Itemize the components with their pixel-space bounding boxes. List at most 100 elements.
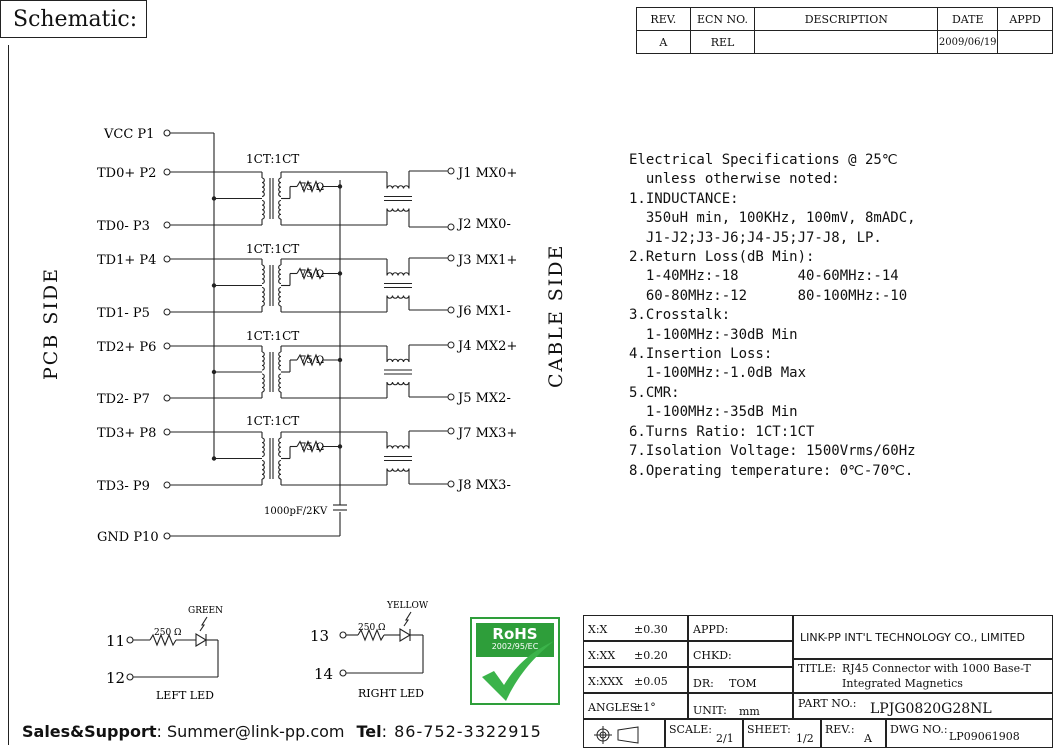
scale-value: 2/1 — [716, 732, 734, 745]
chkd-label: CHKD: — [693, 649, 732, 662]
dwg-cell: DWG NO.: LP09061908 — [886, 719, 1053, 748]
tol-xx-label: X:XX — [588, 649, 616, 662]
sales-email[interactable]: : Summer@link-pp.com — [156, 722, 345, 741]
tol-x-cell: X:X ±0.30 — [583, 615, 688, 641]
title-block: X:X ±0.30 X:XX ±0.20 X:XXX ±0.05 ANGLES … — [583, 615, 1053, 748]
pin-label-j6: J6 MX1- — [456, 304, 511, 319]
primary-coil-lower — [261, 199, 265, 220]
tol-x-value: ±0.30 — [634, 623, 668, 636]
pin-node — [163, 255, 171, 263]
pin-node — [163, 168, 171, 176]
resistor-label-ch2: 75 Ω — [300, 355, 324, 366]
title-line-1: RJ45 Connector with 1000 Base-T — [842, 662, 1031, 675]
footer-contact: Sales&Support: Summer@link-pp.com Tel: 86… — [22, 722, 542, 741]
spec-line: 7.Isolation Voltage: 1500Vrms/60Hz — [629, 443, 916, 460]
pin-label-j8: J8 MX3- — [456, 478, 511, 493]
choke-coil-top — [386, 272, 410, 276]
secondary-coil-upper — [278, 437, 282, 458]
junction-dot — [337, 444, 343, 449]
spec-line: 5.CMR: — [629, 384, 680, 401]
spec-line: unless otherwise noted: — [629, 171, 840, 188]
spec-line: 2.Return Loss(dB Min): — [629, 249, 815, 266]
resistor-label-ch0: 75 Ω — [300, 182, 324, 193]
pin-label-td1m: TD1- P5 — [97, 306, 150, 321]
secondary-coil-lower — [278, 199, 282, 220]
sheet-title: Schematic: — [0, 0, 147, 38]
checkmark-icon — [482, 641, 554, 701]
projection-cell — [583, 719, 665, 748]
sheet-label: SHEET: — [747, 723, 791, 736]
tol-xx-value: ±0.20 — [634, 649, 668, 662]
pin-label-td3p: TD3+ P8 — [97, 426, 156, 441]
choke-coil-top — [386, 445, 410, 449]
pin-label-j5: J5 MX2- — [456, 391, 511, 406]
rohs-logo: RoHS 2002/95/EC — [470, 617, 560, 705]
unit-label: UNIT: — [693, 704, 727, 717]
choke-coil-bottom — [386, 295, 410, 299]
turns-label-ch3: 1CT:1CT — [246, 414, 299, 428]
rev-cell-appd — [997, 30, 1053, 54]
spec-line: J1-J2;J3-J6;J4-J5;J7-J8, LP. — [629, 229, 882, 246]
pin-label-td0m: TD0- P3 — [97, 219, 150, 234]
tol-x-label: X:X — [588, 623, 608, 636]
led-circuits: 11 12 250 Ω GREEN LEFT LED 13 14 250 Ω Y… — [106, 601, 429, 702]
left-led-color: GREEN — [188, 606, 223, 616]
spec-line: 6.Turns Ratio: 1CT:1CT — [629, 423, 815, 440]
spec-line: 1-100MHz:-30dB Min — [629, 326, 798, 343]
scale-cell: SCALE: 2/1 — [665, 719, 743, 748]
pin-node — [447, 427, 455, 435]
dwg-label: DWG NO.: — [890, 723, 948, 736]
unit-value: mm — [739, 705, 760, 718]
spec-line: 1-40MHz:-18 40-60MHz:-14 — [629, 268, 899, 285]
sheet-value: 1/2 — [796, 732, 814, 745]
chkd-cell: CHKD: — [688, 641, 793, 667]
choke-coil-bottom — [386, 208, 410, 212]
right-led-pin-b: 14 — [314, 665, 333, 683]
angles-value: ±1° — [634, 701, 656, 714]
secondary-coil-upper — [278, 264, 282, 285]
spec-line: 3.Crosstalk: — [629, 307, 731, 324]
right-led-color: YELLOW — [386, 601, 429, 611]
pin-node — [447, 480, 455, 488]
spec-line: 1-100MHz:-35dB Min — [629, 404, 798, 421]
spec-line: 60-80MHz:-12 80-100MHz:-10 — [629, 287, 908, 304]
resistor-label-ch3: 75 Ω — [300, 442, 324, 453]
projection-symbol-icon — [594, 726, 639, 744]
resistor-zigzag — [296, 440, 324, 453]
choke-coil-bottom — [386, 381, 410, 386]
secondary-coil-upper — [278, 177, 282, 198]
pin-label-gnd: GND P10 — [97, 530, 159, 545]
pin-label-vcc: VCC P1 — [103, 127, 154, 142]
primary-coil-upper — [261, 437, 265, 458]
dr-cell: DR: TOM — [688, 667, 793, 693]
right-led-pin-a: 13 — [310, 627, 329, 645]
pin-label-td0p: TD0+ P2 — [97, 166, 156, 181]
sales-label: Sales&Support — [22, 722, 157, 741]
rev-label: REV.: — [825, 723, 855, 736]
resistor-zigzag — [296, 180, 324, 193]
pin-node — [447, 393, 455, 401]
tel-number: : 86-752-3322915 — [381, 722, 542, 741]
pin-node — [447, 254, 455, 262]
rev-cell-ecn: REL — [689, 30, 756, 54]
secondary-coil-upper — [278, 351, 282, 371]
spec-line: 1.INDUCTANCE: — [629, 190, 739, 207]
part-cell: PART NO.: LPJG0820G28NL — [793, 693, 1053, 719]
rev-cell: REV.: A — [821, 719, 886, 748]
magnetics-schematic: VCC P1 TD0+ P2 TD0- P3 TD1+ P4 TD1- P5 T… — [97, 127, 517, 545]
primary-coil-lower — [261, 459, 265, 480]
rohs-title: RoHS — [492, 625, 538, 643]
pin-node — [447, 223, 455, 231]
appd-cell: APPD: — [688, 615, 793, 641]
spec-line: Electrical Specifications @ 25℃ — [629, 152, 898, 168]
junction-dot — [211, 456, 217, 461]
pin-label-j1: J1 MX0+ — [456, 166, 517, 181]
junction-dot — [211, 196, 217, 201]
dwg-number: LP09061908 — [949, 730, 1020, 743]
title-label: TITLE: — [798, 662, 837, 675]
tol-xxx-cell: X:XXX ±0.05 — [583, 667, 688, 693]
rev-header-appd: APPD — [997, 7, 1053, 31]
capacitor-label: 1000pF/2KV — [264, 506, 328, 517]
pin-node — [163, 394, 171, 402]
tel-label: Tel — [356, 722, 382, 741]
